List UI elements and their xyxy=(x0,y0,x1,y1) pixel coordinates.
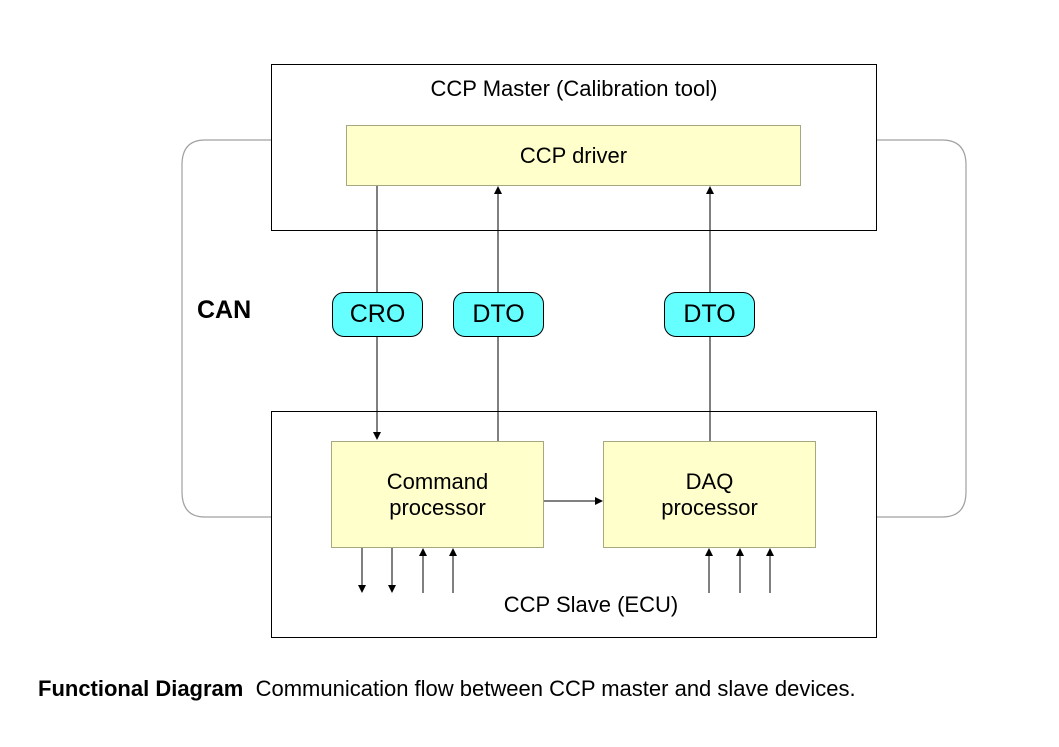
dto-message-2: DTO xyxy=(664,292,755,337)
cro-message: CRO xyxy=(332,292,423,337)
caption-text: Communication flow between CCP master an… xyxy=(255,676,856,701)
command-processor-line2: processor xyxy=(389,494,486,520)
caption-title: Functional Diagram xyxy=(38,676,244,701)
daq-processor-line1: DAQ xyxy=(685,468,734,494)
figure-caption: Functional Diagram Communication flow be… xyxy=(38,676,856,702)
command-processor-line1: Command xyxy=(386,468,489,494)
command-processor-block: Command processor xyxy=(331,441,544,548)
dto-message-1: DTO xyxy=(453,292,544,337)
ccp-driver-block: CCP driver xyxy=(346,125,801,186)
can-bus-loop-right xyxy=(876,139,967,518)
ccp-driver-label: CCP driver xyxy=(519,142,628,168)
can-label: CAN xyxy=(197,296,252,324)
daq-processor-line2: processor xyxy=(661,494,758,520)
ccp-slave-box xyxy=(271,411,877,638)
daq-processor-block: DAQ processor xyxy=(603,441,816,548)
ccp-slave-title: CCP Slave (ECU) xyxy=(503,592,679,617)
ccp-master-title: CCP Master (Calibration tool) xyxy=(430,76,718,101)
ccp-master-box xyxy=(271,64,877,231)
can-bus-loop-left xyxy=(181,139,272,518)
